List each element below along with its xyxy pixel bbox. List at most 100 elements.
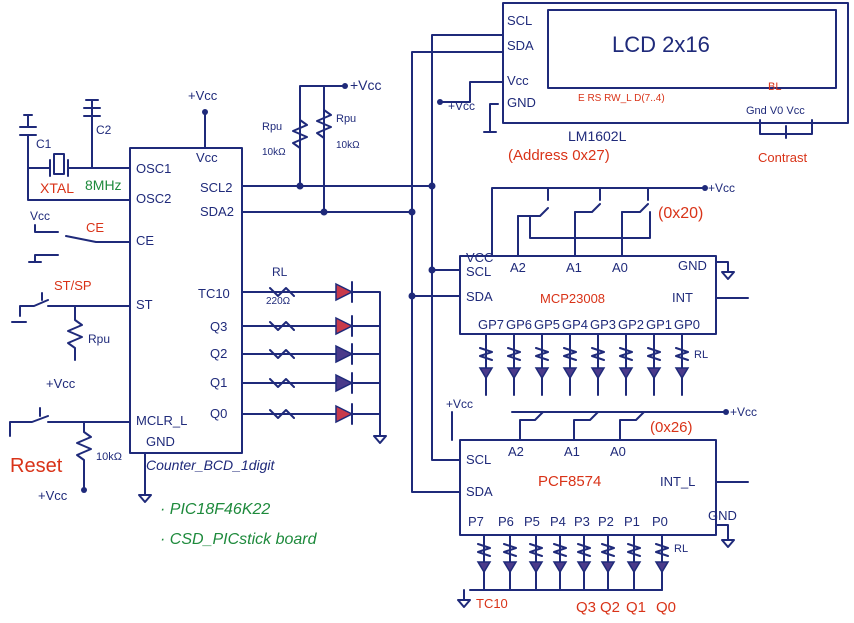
- mcu-pin-tc10: TC10: [198, 286, 230, 301]
- mcu-pin-osc1: OSC1: [136, 161, 171, 176]
- mcp-pin-sda: SDA: [466, 289, 493, 304]
- ce-label: CE: [86, 220, 104, 235]
- reset-vcc-label: +Vcc: [38, 488, 68, 503]
- pcf-part: PCF8574: [538, 473, 601, 490]
- mcu-pin-q3: Q3: [210, 319, 227, 334]
- lcd-control-pins: E RS RW_L D(7..4): [578, 93, 665, 104]
- pcf-p0: P0: [652, 514, 668, 529]
- lcd-pin-vcc: Vcc: [507, 73, 529, 88]
- mcp-gp2: GP2: [618, 317, 644, 332]
- freq-label: 8MHz: [85, 177, 122, 193]
- led-q0: [335, 404, 354, 424]
- mcp-pin-int: INT: [672, 290, 693, 305]
- mcp-gp1: GP1: [646, 317, 672, 332]
- led-tc10: [335, 282, 354, 302]
- mcp-rl: RL: [694, 349, 708, 361]
- mcp-body: [459, 255, 717, 335]
- lcd-pin-gnd: GND: [507, 95, 536, 110]
- mcu-part: · PIC18F46K22: [160, 501, 270, 518]
- reset-switch: Reset 10kΩ +Vcc: [9, 407, 131, 503]
- stsp-label: ST/SP: [54, 278, 92, 293]
- lcd-title: LCD 2x16: [612, 32, 710, 57]
- rpu1-label: Rpu: [262, 121, 282, 133]
- pcf-p4: P4: [550, 514, 566, 529]
- mcu-pin-sda2: SDA2: [200, 204, 234, 219]
- mcp-gp5: GP5: [534, 317, 560, 332]
- pcf-out-tc10: TC10: [476, 596, 508, 611]
- mcu-pin-q2: Q2: [210, 346, 227, 361]
- ce-vcc-label: Vcc: [30, 209, 50, 223]
- mcu-pin-st: ST: [136, 297, 153, 312]
- pcf-p6: P6: [498, 514, 514, 529]
- pcf-pin-gnd: GND: [708, 508, 737, 523]
- led-q3: [335, 316, 354, 336]
- rpu1-value: 10kΩ: [262, 147, 286, 158]
- pcf-address: (0x26): [650, 419, 693, 436]
- mcu: OSC1 OSC2 CE ST MCLR_L GND Vcc SCL2 SDA2…: [129, 88, 318, 548]
- rl-label: RL: [272, 265, 288, 279]
- mcu-pin-scl2: SCL2: [200, 180, 233, 195]
- rpu2-label: Rpu: [336, 113, 356, 125]
- mcp-gp3: GP3: [590, 317, 616, 332]
- pcf-pin-a0: A0: [610, 444, 626, 459]
- pcf-rl: RL: [674, 543, 688, 555]
- c1-label: C1: [36, 137, 52, 151]
- reset-label: Reset: [10, 455, 63, 477]
- reset-r-label: 10kΩ: [96, 451, 122, 463]
- mcu-name: Counter_BCD_1digit: [146, 457, 276, 473]
- mcp-pin-a1: A1: [566, 260, 582, 275]
- mcu-led-bank: RL 220Ω: [241, 265, 387, 444]
- i2c-bus: +Vcc Rpu 10kΩ Rpu 10kΩ +Vcc: [241, 34, 504, 493]
- mcp-pin-a2: A2: [510, 260, 526, 275]
- lcd-bl-label: BL: [768, 81, 781, 93]
- rpu2-value: 10kΩ: [336, 140, 360, 151]
- xtal-label: XTAL: [40, 180, 74, 196]
- xtal-symbol: [53, 153, 65, 175]
- lcd-gnd-symbol: [483, 103, 499, 133]
- lcd-bl-pins: Gnd V0 Vcc: [746, 105, 805, 117]
- pcf-p1: P1: [624, 514, 640, 529]
- pcf-p2: P2: [598, 514, 614, 529]
- mcp-part: MCP23008: [540, 291, 605, 306]
- mcu-pin-q1: Q1: [210, 375, 227, 390]
- rpu-label: Rpu: [88, 332, 110, 346]
- mcu-board: · CSD_PICstick board: [160, 531, 318, 548]
- pcf-out-q3: Q3: [576, 599, 596, 616]
- pcf-body: [459, 439, 717, 536]
- mcu-pin-q0: Q0: [210, 406, 227, 421]
- mcu-gnd-symbol: [138, 452, 152, 503]
- pcf-pin-a2: A2: [508, 444, 524, 459]
- c2-label: C2: [96, 123, 112, 137]
- lcd-model: LM1602L: [568, 128, 627, 144]
- mcp-pin-a0: A0: [612, 260, 628, 275]
- lcd-module: LCD 2x16 SCL SDA Vcc GND E RS RW_L D(7..…: [483, 2, 849, 165]
- rl-value: 220Ω: [266, 296, 291, 307]
- led-q1: [335, 373, 354, 393]
- mcp-led-column: [478, 333, 690, 396]
- pcf-pin-a1: A1: [564, 444, 580, 459]
- st-switch: ST/SP Rpu +Vcc: [11, 278, 131, 391]
- pcf-vcc-left: +Vcc: [446, 397, 473, 411]
- pcf-out-q1: Q1: [626, 599, 646, 616]
- mcu-body: [129, 147, 243, 454]
- pcf-out-q0: Q0: [656, 599, 676, 616]
- lcd-address: (Address 0x27): [508, 147, 610, 164]
- lcd-outer-box: [502, 2, 849, 124]
- mcu-pin-vcc: Vcc: [196, 150, 218, 165]
- mcp-vcc-top: +Vcc: [708, 181, 735, 195]
- led-q2: [335, 344, 354, 364]
- mcp-pin-vcc: VCC: [466, 250, 493, 265]
- pcf-pin-sda: SDA: [466, 484, 493, 499]
- plus-vcc-label: +Vcc: [46, 376, 76, 391]
- lcd-vcc-label: +Vcc: [448, 99, 475, 113]
- mcp23008: (0x20) +Vcc VCC SCL A2 A1 A0 GND SDA MCP…: [459, 181, 749, 396]
- mcp-pin-gnd: GND: [678, 258, 707, 273]
- lcd-screen-box: [547, 9, 837, 89]
- pcf-p5: P5: [524, 514, 540, 529]
- pcf-pin-int: INT_L: [660, 474, 695, 489]
- oscillator-section: C1 C2 XTAL 8MHz: [19, 99, 131, 201]
- mcp-gp6: GP6: [506, 317, 532, 332]
- pcf-p3: P3: [574, 514, 590, 529]
- pullup-vcc-label: +Vcc: [350, 77, 382, 93]
